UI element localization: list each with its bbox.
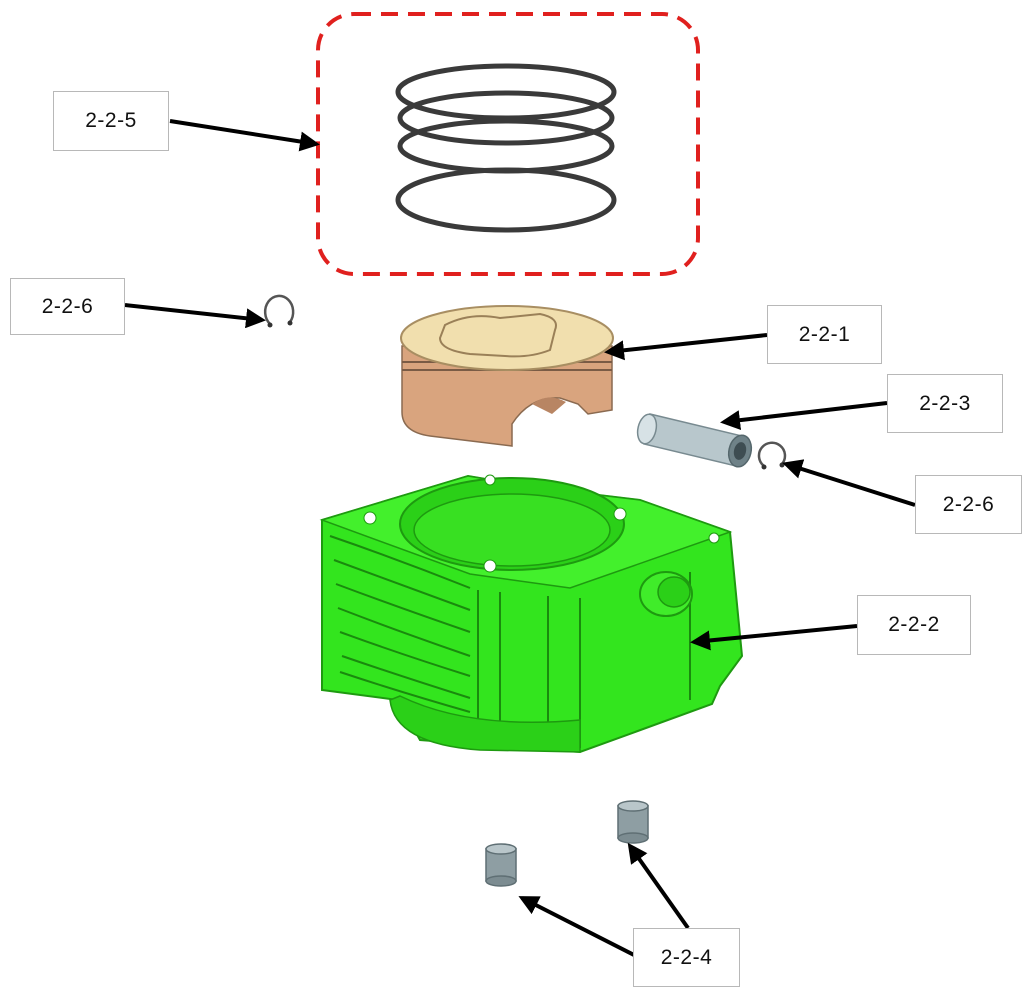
callout-label-circlip-right: 2-2-6 — [915, 475, 1022, 534]
circlip-icon — [263, 294, 295, 328]
leader-arrow — [169, 119, 320, 152]
leader-arrow — [690, 624, 858, 651]
leader-arrow — [782, 459, 916, 507]
leader-arrow — [604, 333, 768, 361]
leader-arrow — [720, 401, 888, 431]
callout-label-piston-pin: 2-2-3 — [887, 374, 1003, 433]
piston-icon — [400, 305, 614, 447]
callout-label-dowel-pins: 2-2-4 — [633, 928, 740, 987]
callout-label-cylinder-block: 2-2-2 — [857, 595, 971, 655]
piston-pin-icon — [636, 413, 753, 468]
callout-label-piston-rings: 2-2-5 — [53, 91, 169, 151]
callout-label-piston: 2-2-1 — [767, 305, 882, 364]
leader-arrow — [627, 842, 690, 930]
cylinder-block-icon — [319, 474, 744, 754]
piston-rings-icon — [395, 63, 617, 233]
leader-arrow — [124, 303, 266, 329]
dowel-pin-icon — [485, 843, 517, 887]
circlip-icon — [757, 441, 787, 470]
dowel-pin-icon — [617, 800, 649, 844]
leader-arrow — [518, 896, 641, 960]
callout-label-circlip-left: 2-2-6 — [10, 278, 125, 335]
